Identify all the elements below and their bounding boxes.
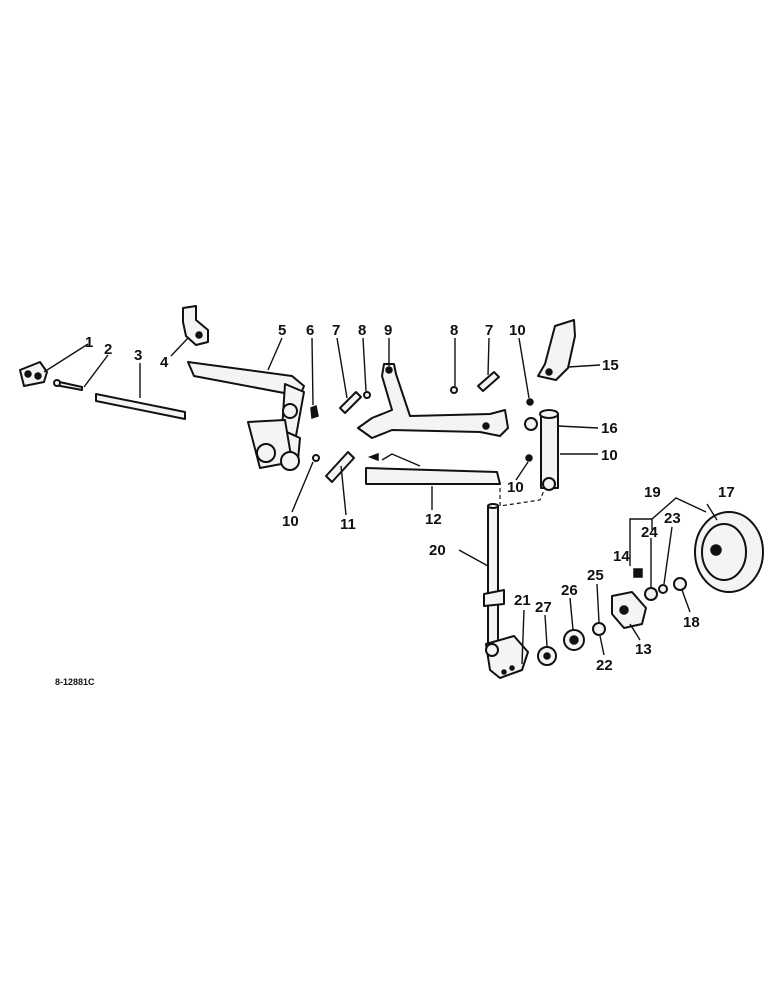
part-7-pin-right: [477, 371, 500, 392]
callout-7-right: 7: [485, 322, 493, 339]
part-1-clevis: [19, 361, 48, 387]
drawing-code: 8-12881C: [55, 677, 95, 687]
callout-27: 27: [535, 599, 552, 616]
callout-7-left: 7: [332, 322, 340, 339]
callout-10-top: 10: [509, 322, 526, 339]
part-4-bracket: [182, 305, 209, 346]
part-20-shaft: [483, 503, 505, 653]
callout-17: 17: [718, 484, 735, 501]
part-21-spindle: [485, 635, 529, 679]
part-8-clip-left: [363, 391, 371, 399]
callout-25: 25: [587, 567, 604, 584]
part-25-cup: [592, 622, 606, 636]
part-16-post: [524, 409, 559, 491]
callout-11: 11: [340, 516, 356, 533]
part-18-cap: [673, 577, 687, 591]
part-6-fastener: [310, 404, 319, 420]
part-9-upper-link: [357, 363, 509, 439]
callout-14: 14: [613, 548, 630, 565]
callout-13: 13: [635, 641, 652, 658]
callout-21: 21: [514, 592, 531, 609]
part-10-fastener-a: [526, 398, 534, 406]
callout-12: 12: [425, 511, 442, 528]
callout-23: 23: [664, 510, 681, 527]
callout-19: 19: [644, 484, 661, 501]
part-27-bearing: [537, 646, 557, 666]
callout-26: 26: [561, 582, 578, 599]
part-24-nut: [644, 587, 658, 601]
callout-4: 4: [160, 354, 169, 371]
callout-20: 20: [429, 542, 446, 559]
callout-15: 15: [602, 357, 619, 374]
callout-6: 6: [306, 322, 314, 339]
leader-lines: [43, 337, 718, 665]
callout-16: 16: [601, 420, 618, 437]
part-14-bolt: [633, 568, 643, 578]
part-12-lower-bar: [365, 452, 501, 485]
callout-1: 1: [85, 334, 93, 351]
callout-22: 22: [596, 657, 613, 674]
part-5-arm-assembly: [187, 361, 305, 471]
callout-10-right: 10: [601, 447, 618, 464]
part-26-seal: [563, 629, 585, 651]
part-8-clip-right: [450, 386, 458, 394]
part-10-fastener-c: [312, 454, 320, 462]
part-17-wheel: [694, 511, 764, 593]
part-10-fastener-b: [525, 454, 533, 462]
part-3-bar: [95, 393, 186, 420]
callout-18: 18: [683, 614, 700, 631]
part-13-hub: [611, 591, 647, 629]
part-11-pin: [325, 451, 355, 483]
part-15-bracket: [537, 319, 576, 381]
callout-8-right: 8: [450, 322, 458, 339]
callout-3: 3: [134, 347, 142, 364]
callout-9: 9: [384, 322, 392, 339]
part-2-pin: [53, 379, 83, 391]
callout-10-middle: 10: [507, 479, 524, 496]
callout-24: 24: [641, 524, 658, 541]
part-23-nut: [658, 584, 668, 594]
alignment-dash-line: [499, 487, 546, 507]
callout-5: 5: [278, 322, 286, 339]
callout-8-left: 8: [358, 322, 366, 339]
callout-10-left: 10: [282, 513, 299, 530]
callout-2: 2: [104, 341, 112, 358]
part-7-pin-left: [339, 391, 362, 414]
callouts: 1 2 3 4 5 6 7 8 9 8 7 10 15 16 10 10 10 …: [85, 322, 735, 674]
